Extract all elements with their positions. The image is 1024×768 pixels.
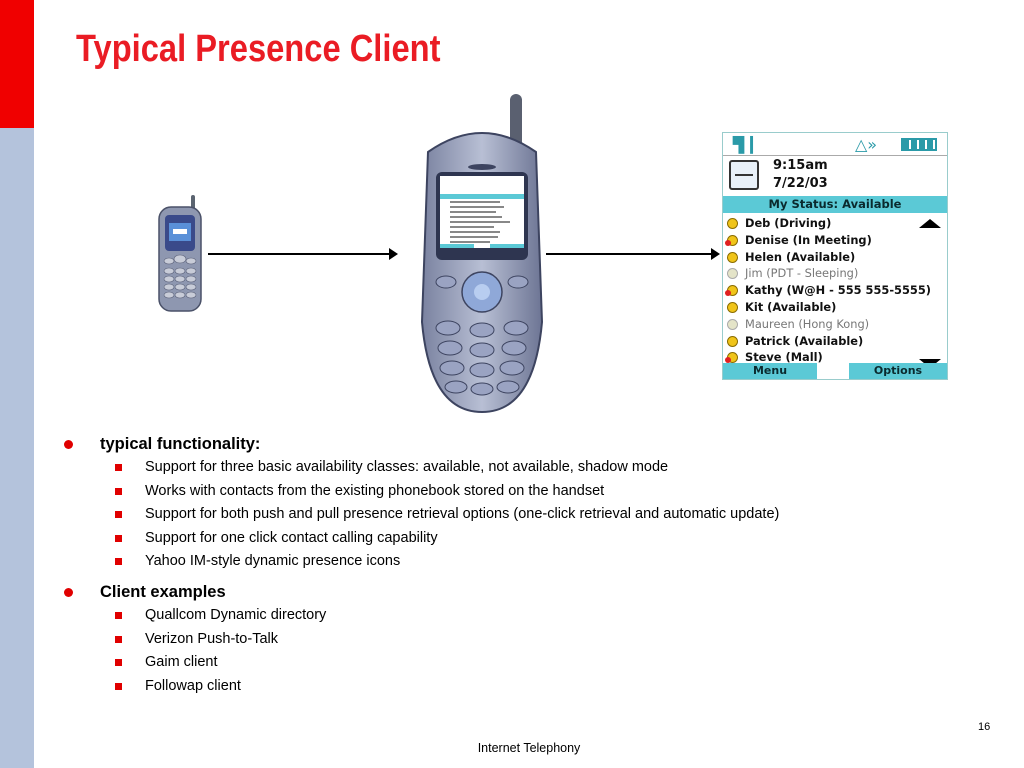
bullet-item: Support for three basic availability cla…: [62, 456, 962, 480]
softkey-menu[interactable]: Menu: [723, 363, 817, 379]
side-bar: [0, 0, 34, 768]
presence-offline-icon: [727, 268, 738, 280]
my-status-bar[interactable]: My Status: Available: [723, 196, 947, 213]
bullet-text: Quallcom Dynamic directory: [145, 606, 327, 623]
arrow-large-to-screen: [546, 248, 720, 260]
signal-strength-icon: ▝▌▎: [727, 136, 762, 154]
contact-list: Deb (Driving) Denise (In Meeting) Helen (A…: [723, 215, 947, 366]
side-bar-accent: [0, 0, 34, 128]
contact-label: Jim (PDT - Sleeping): [745, 266, 859, 281]
contact-label: Maureen (Hong Kong): [745, 316, 870, 331]
bullet-content: typical functionality: Support for three…: [62, 432, 962, 698]
contact-list-item[interactable]: Denise (In Meeting): [723, 232, 947, 249]
contact-list-item[interactable]: Patrick (Available): [723, 333, 947, 350]
contact-list-item[interactable]: Kathy (W@H - 555 555-5555): [723, 282, 947, 299]
bullet-text: Works with contacts from the existing ph…: [145, 482, 605, 499]
bullet-square-icon: [115, 534, 122, 542]
bullet-item: Support for both push and pull presence …: [62, 503, 962, 527]
contact-label: Patrick (Available): [745, 333, 864, 348]
bullet-heading: Client examples: [62, 580, 962, 604]
bullet-text: Yahoo IM-style dynamic presence icons: [145, 553, 401, 570]
section-client-examples: Client examples Quallcom Dynamic directo…: [62, 580, 962, 698]
presence-available-icon: [727, 218, 738, 229]
presence-busy-icon: [725, 352, 738, 364]
bullet-square-icon: [115, 487, 122, 495]
screen-date: 7/22/03: [773, 176, 828, 191]
contact-label: Helen (Available): [745, 249, 856, 264]
bullet-square-icon: [115, 611, 122, 619]
contact-label: Kit (Available): [745, 299, 837, 314]
bullet-text: Gaim client: [145, 654, 218, 671]
bullet-item: Gaim client: [62, 651, 962, 675]
presence-busy-icon: [725, 234, 738, 246]
presence-available-icon: [727, 251, 738, 263]
contact-list-item[interactable]: Deb (Driving): [723, 215, 947, 232]
footer-text: Internet Telephony: [477, 741, 581, 755]
presence-busy-icon: [725, 285, 738, 297]
bullet-dot-icon: [64, 587, 73, 597]
bullet-text: Verizon Push-to-Talk: [145, 630, 278, 647]
bullet-square-icon: [115, 659, 122, 667]
phone-figure: ▝▌▎ △» 9:15am 7/22/03 My Status: Availab…: [150, 88, 950, 418]
contact-list-item[interactable]: Steve (Mall): [723, 349, 947, 366]
bullet-item: Quallcom Dynamic directory: [62, 604, 962, 628]
calendar-icon: [729, 160, 759, 190]
bullet-text: Support for both push and pull presence …: [145, 506, 780, 523]
scroll-up-icon[interactable]: [919, 219, 941, 228]
bullet-square-icon: [115, 511, 122, 519]
bullet-square-icon: [115, 558, 122, 566]
contact-label: Deb (Driving): [745, 216, 832, 230]
screen-status-bar: ▝▌▎ △»: [723, 133, 947, 155]
screen-clock-area: 9:15am 7/22/03: [723, 155, 947, 196]
contact-label: Denise (In Meeting): [745, 232, 872, 247]
contact-list-item[interactable]: Kit (Available): [723, 299, 947, 316]
bullet-square-icon: [115, 682, 122, 690]
presence-screen: ▝▌▎ △» 9:15am 7/22/03 My Status: Availab…: [722, 132, 948, 380]
contact-label: Steve (Mall): [745, 350, 823, 365]
large-phone-icon: [420, 94, 544, 414]
contact-list-item[interactable]: Maureen (Hong Kong): [723, 316, 947, 333]
bullet-item: Followap client: [62, 675, 962, 699]
screen-time: 9:15am: [773, 158, 828, 173]
bullet-square-icon: [115, 635, 122, 643]
presence-available-icon: [727, 335, 738, 347]
bullet-dot-icon: [64, 440, 73, 449]
battery-icon: [901, 138, 937, 151]
section-functionality: typical functionality: Support for three…: [62, 432, 962, 574]
bullet-square-icon: [115, 464, 122, 471]
presence-offline-icon: [727, 318, 738, 330]
bullet-heading: typical functionality:: [62, 432, 962, 456]
bullet-item: Verizon Push-to-Talk: [62, 628, 962, 652]
contact-list-item[interactable]: Helen (Available): [723, 249, 947, 266]
bullet-item: Works with contacts from the existing ph…: [62, 480, 962, 504]
page-number: 16: [978, 721, 991, 733]
softkey-options[interactable]: Options: [849, 363, 947, 379]
softkey-bar: Menu Options: [723, 363, 947, 379]
arrow-small-to-large: [208, 248, 398, 260]
bullet-text: Followap client: [145, 677, 241, 694]
bullet-item: Support for one click contact calling ca…: [62, 527, 962, 551]
contact-label: Kathy (W@H - 555 555-5555): [745, 283, 931, 298]
bullet-text: Support for one click contact calling ca…: [145, 529, 438, 546]
alert-icon: △»: [855, 135, 878, 154]
contact-list-item[interactable]: Jim (PDT - Sleeping): [723, 265, 947, 282]
small-phone-icon: [158, 195, 202, 312]
bullet-item: Yahoo IM-style dynamic presence icons: [62, 550, 962, 574]
bullet-text: Support for three basic availability cla…: [145, 459, 669, 475]
slide-title: Typical Presence Client: [76, 28, 441, 70]
presence-available-icon: [727, 301, 738, 313]
